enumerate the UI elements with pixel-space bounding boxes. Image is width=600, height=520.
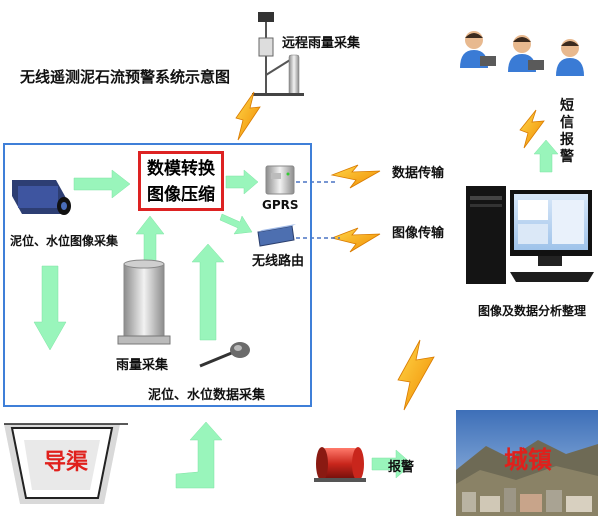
arrow-right-icon <box>73 169 131 199</box>
lightning-bolt-icon <box>330 164 381 189</box>
remote-rain-label: 远程雨量采集 <box>282 36 361 51</box>
arrow-right-icon <box>225 169 259 195</box>
lightning-bolt-icon <box>330 227 381 253</box>
town-image <box>456 410 598 516</box>
lightning-bolt-icon <box>235 91 261 141</box>
camera-label: 泥位、水位图像采集 <box>10 234 119 248</box>
arrow-up-icon <box>135 215 165 263</box>
siren-icon <box>314 447 366 482</box>
rain-gauge-icon <box>117 259 171 345</box>
gprs-module-icon <box>265 165 295 195</box>
level-sensor-icon <box>199 342 250 368</box>
camera-icon <box>12 180 71 215</box>
image-transfer-label: 图像传输 <box>392 226 445 241</box>
remote-rain-station-icon <box>252 12 304 96</box>
level-sensor-label: 泥位、水位数据采集 <box>148 388 266 403</box>
dashed-link <box>296 181 340 239</box>
green-arrows <box>33 139 559 489</box>
user-group-icon <box>460 31 584 76</box>
arrow-right-icon <box>219 213 253 235</box>
lightning-bolt-icon <box>519 109 545 149</box>
arrow-down-icon <box>33 265 67 351</box>
town-landscape <box>456 410 598 516</box>
conversion-label: 数模转换 <box>147 159 215 179</box>
arrow-up-icon <box>533 139 559 173</box>
analysis-label: 图像及数据分析整理 <box>478 304 587 318</box>
lightning-bolt-icon <box>397 339 435 411</box>
arrow-curved-up-icon <box>175 421 223 489</box>
ditch-cross-section-icon <box>4 423 128 504</box>
monitoring-area-frame <box>3 143 312 407</box>
sms-alarm-label: 短信报警 <box>560 98 574 165</box>
diagram-title: 无线遥测泥石流预警系统示意图 <box>20 68 231 86</box>
town-label: 城镇 <box>504 446 552 474</box>
ditch-label: 导渠 <box>44 450 89 475</box>
conversion-compression-box: 数模转换 图像压缩 <box>138 151 224 211</box>
wireless-router-icon <box>257 224 296 247</box>
alarm-label: 报警 <box>388 460 415 475</box>
gprs-label: GPRS <box>262 198 299 212</box>
computer-icon <box>466 186 594 284</box>
arrow-up-icon <box>191 243 225 341</box>
data-transfer-label: 数据传输 <box>392 166 445 181</box>
arrow-right-icon <box>371 449 413 479</box>
rain-gauge-label: 雨量采集 <box>116 358 169 373</box>
wireless-router-label: 无线路由 <box>252 254 305 269</box>
compression-label: 图像压缩 <box>147 185 215 205</box>
